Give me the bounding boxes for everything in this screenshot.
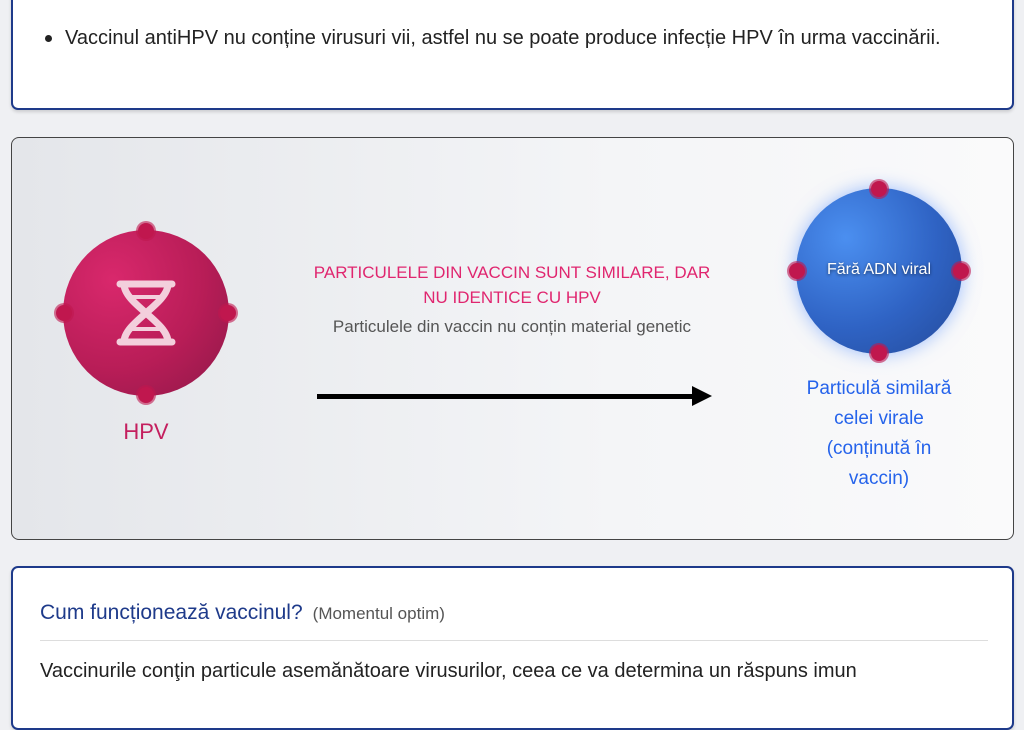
section-title: Cum funcționează vaccinul? [40, 601, 303, 624]
dna-icon [116, 280, 176, 346]
info-card: Vaccinul antiHPV nu conține virusuri vii… [11, 0, 1014, 110]
spike-icon [138, 223, 154, 239]
vaccine-particle: Fără ADN viral [789, 181, 969, 361]
bullet-list: Vaccinul antiHPV nu conține virusuri vii… [45, 20, 985, 57]
comparison-subtitle: Particulele din vaccin nu conțin materia… [332, 317, 692, 336]
spike-icon [953, 263, 969, 279]
vaccin-diagram: HPV PARTICULELE DIN VACCIN SUNT SIMILARE… [11, 137, 1014, 540]
spike-icon [56, 305, 72, 321]
arrowhead-icon [692, 386, 712, 406]
comparison-title: PARTICULELE DIN VACCIN SUNT SIMILARE, DA… [313, 263, 711, 307]
spike-icon [871, 181, 887, 197]
section-subtitle: (Momentul optim) [312, 604, 445, 623]
spike-icon [220, 305, 236, 321]
list-item: Vaccinul antiHPV nu conține virusuri vii… [45, 20, 985, 57]
hpv-particle [56, 223, 236, 403]
vaccine-particle-label: Particulă similară celei virale (conținu… [806, 378, 952, 489]
divider [40, 640, 988, 641]
spike-icon [138, 387, 154, 403]
comparison-text: PARTICULELE DIN VACCIN SUNT SIMILARE, DA… [302, 260, 722, 339]
section-heading: Cum funcționează vaccinul? (Momentul opti… [40, 601, 445, 625]
spike-icon [789, 263, 805, 279]
spike-icon [871, 345, 887, 361]
hpv-label: HPV [123, 419, 169, 444]
arrow-icon [317, 394, 697, 399]
how-it-works-card: Cum funcționează vaccinul? (Momentul opti… [11, 566, 1014, 730]
no-dna-text: Fără ADN viral [826, 261, 932, 278]
section-body: Vaccinurile conţin particule asemănătoar… [40, 660, 857, 682]
